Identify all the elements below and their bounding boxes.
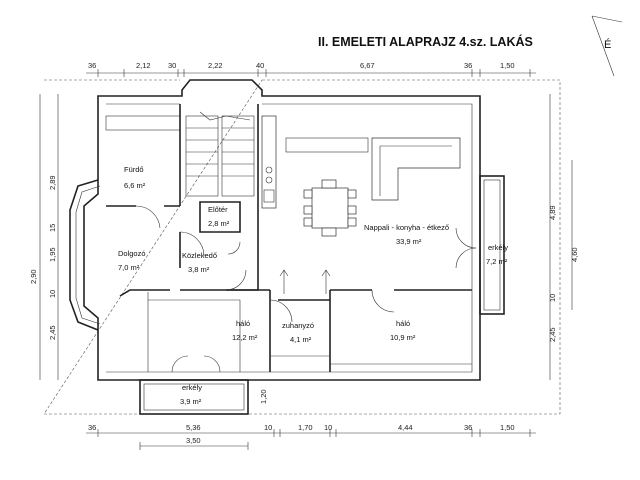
room-labels: Fürdő 6,6 m² Előtér 2,8 m² Dolgozó 7,0 m… <box>118 165 508 406</box>
room-erkely-bottom-name: erkély <box>182 383 202 392</box>
dim-top-0: 36 <box>88 61 96 70</box>
staircase <box>185 111 255 197</box>
dim-bottom-6: 36 <box>464 423 472 432</box>
room-kozlekedo-area: 3,8 m² <box>188 265 210 274</box>
top-dimension-line: 36 2,12 30 2,22 40 6,67 36 1,50 <box>86 61 536 77</box>
dim-top-3: 2,22 <box>208 61 223 70</box>
dim-top-1: 2,12 <box>136 61 151 70</box>
right-dimension-line: 4,89 10 2,45 4,60 <box>548 94 579 380</box>
left-dimension-line: 2,90 2,89 15 1,95 10 2,45 <box>29 94 59 380</box>
north-arrow-icon: É <box>591 15 623 77</box>
room-halo-right-area: 10,9 m² <box>390 333 416 342</box>
room-furdo-name: Fürdő <box>124 165 144 174</box>
room-kozlekedo-name: Közlekedő <box>182 251 217 260</box>
dim-left-2: 1,95 <box>48 247 57 262</box>
dim-right-2: 2,45 <box>548 327 557 342</box>
dim-bottom-2: 10 <box>264 423 272 432</box>
room-nappali-area: 33,9 m² <box>396 237 422 246</box>
dim-bottom-7: 1,50 <box>500 423 515 432</box>
dim-bottom-0: 36 <box>88 423 96 432</box>
dining-table <box>303 179 357 237</box>
room-erkely-bottom-area: 3,9 m² <box>180 397 202 406</box>
north-label: É <box>604 38 611 51</box>
dim-bottom-4: 10 <box>324 423 332 432</box>
room-halo-left-area: 12,2 m² <box>232 333 258 342</box>
dim-top-6: 36 <box>464 61 472 70</box>
kitchen-counter <box>261 115 277 209</box>
room-zuhanyzo-name: zuhanyzó <box>282 321 314 330</box>
dim-bottom-5: 4,44 <box>398 423 413 432</box>
dim-bottom-1: 5,36 <box>186 423 201 432</box>
site-boundary <box>43 79 561 415</box>
dim-top-7: 1,50 <box>500 61 515 70</box>
dim-left-3: 10 <box>48 290 57 298</box>
room-erkely-right-area: 7,2 m² <box>486 257 508 266</box>
dim-right-0: 4,89 <box>548 205 557 220</box>
dim-right-outer: 4,60 <box>570 247 579 262</box>
dim-left-outer: 2,90 <box>29 269 38 284</box>
exterior-walls <box>83 79 481 381</box>
dim-left-1: 15 <box>48 224 57 232</box>
room-erkely-right-name: erkély <box>488 243 508 252</box>
dim-right-1: 10 <box>548 294 557 302</box>
room-furdo-area: 6,6 m² <box>124 181 146 190</box>
dim-left-0: 2,89 <box>48 175 57 190</box>
direction-arrows <box>279 269 331 294</box>
bay-window-left <box>69 179 99 331</box>
interior-walls <box>106 104 472 372</box>
dim-bottom-extra: 1,20 <box>259 389 268 404</box>
room-eloter-name: Előtér <box>208 205 228 214</box>
room-zuhanyzo-area: 4,1 m² <box>290 335 312 344</box>
sofa <box>285 137 461 201</box>
balcony-right <box>479 175 505 315</box>
dim-left-4: 2,45 <box>48 325 57 340</box>
room-dolgozo-area: 7,0 m² <box>118 263 140 272</box>
room-halo-left-name: háló <box>236 319 250 328</box>
room-eloter-area: 2,8 m² <box>208 219 230 228</box>
bottom-dimension-line: 36 5,36 10 1,70 10 4,44 36 1,50 3,50 1,2… <box>86 389 536 450</box>
room-nappali-name: Nappali - konyha - étkező <box>364 223 449 232</box>
plan-title: II. EMELETI ALAPRAJZ 4.sz. LAKÁS <box>318 34 533 49</box>
dim-bottom-total: 3,50 <box>186 436 201 445</box>
balcony-bottom <box>139 379 249 415</box>
dim-top-4: 40 <box>256 61 264 70</box>
room-halo-right-name: háló <box>396 319 410 328</box>
dim-bottom-3: 1,70 <box>298 423 313 432</box>
room-dolgozo-name: Dolgozó <box>118 249 146 258</box>
dim-top-2: 30 <box>168 61 176 70</box>
door-swings <box>135 205 477 373</box>
dim-top-5: 6,67 <box>360 61 375 70</box>
